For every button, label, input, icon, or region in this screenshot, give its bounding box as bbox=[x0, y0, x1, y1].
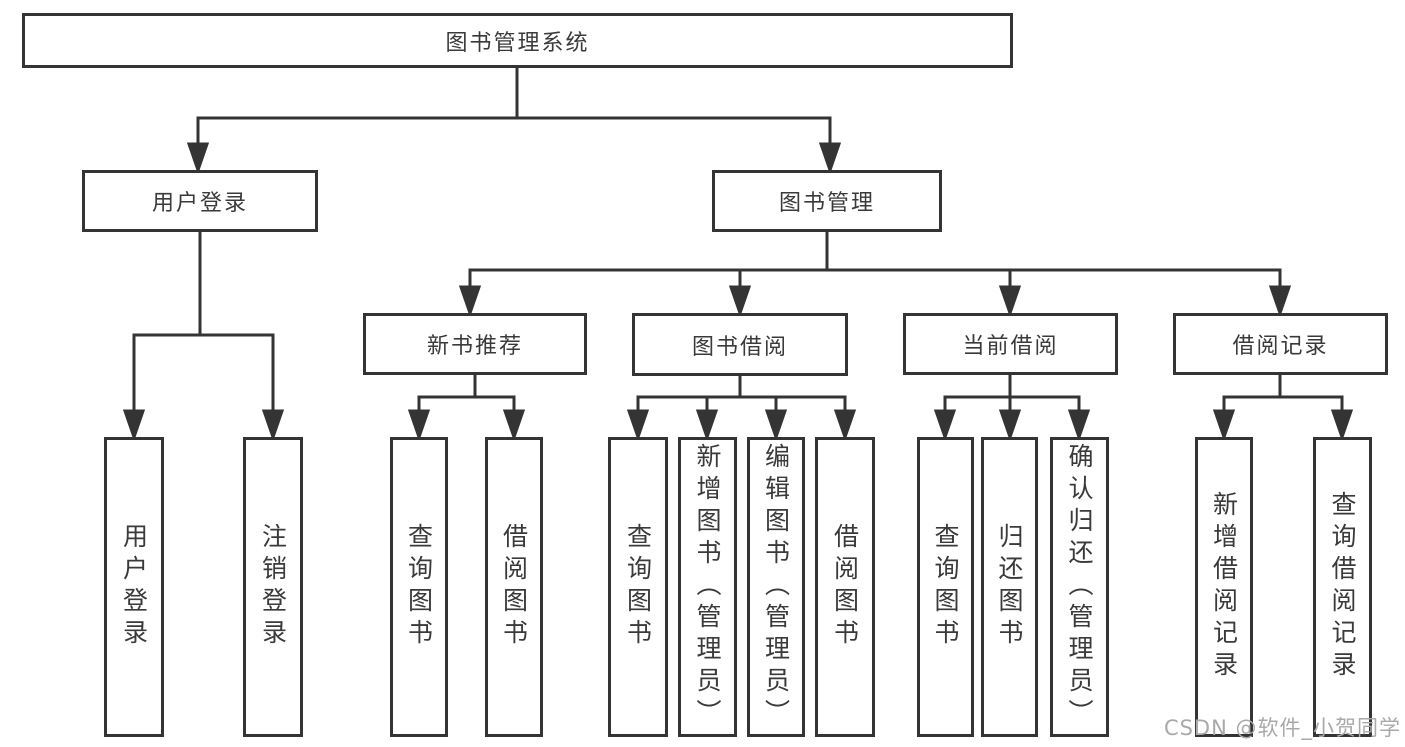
leaf-current-return-books: 归还图书 bbox=[981, 437, 1038, 737]
leaf-user-login: 用户登录 bbox=[104, 437, 164, 737]
leaf-borrow-add-books-admin: 新增图书（管理员） bbox=[678, 437, 737, 737]
leaf-recommend-borrow-books: 借阅图书 bbox=[485, 437, 543, 737]
leaf-recommend-query-books: 查询图书 bbox=[390, 437, 448, 737]
leaf-borrow-query-books: 查询图书 bbox=[608, 437, 668, 737]
leaf-records-query-record: 查询借阅记录 bbox=[1313, 437, 1372, 737]
leaf-records-add-record: 新增借阅记录 bbox=[1195, 437, 1253, 737]
node-book-borrow: 图书借阅 bbox=[632, 313, 848, 376]
leaf-borrow-borrow-books: 借阅图书 bbox=[815, 437, 875, 737]
leaf-current-confirm-return-admin: 确认归还（管理员） bbox=[1050, 437, 1109, 737]
leaf-current-query-books: 查询图书 bbox=[917, 437, 974, 737]
leaf-borrow-edit-books-admin: 编辑图书（管理员） bbox=[747, 437, 805, 737]
node-current-borrow: 当前借阅 bbox=[903, 313, 1118, 375]
csdn-watermark: CSDN @软件_小贺同学 bbox=[1163, 716, 1401, 740]
node-user-login: 用户登录 bbox=[82, 170, 318, 232]
node-book-management: 图书管理 bbox=[712, 170, 942, 232]
node-root-system: 图书管理系统 bbox=[22, 13, 1013, 68]
leaf-logout: 注销登录 bbox=[243, 437, 303, 737]
node-new-book-recommend: 新书推荐 bbox=[363, 313, 587, 375]
node-borrow-records: 借阅记录 bbox=[1173, 313, 1388, 375]
